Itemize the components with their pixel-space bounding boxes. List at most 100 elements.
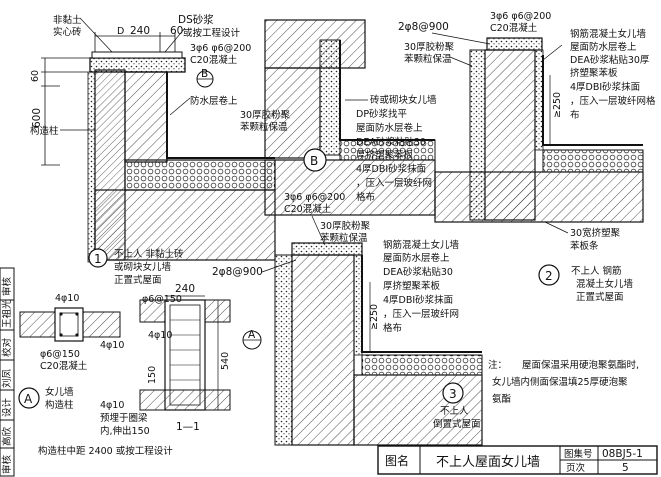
strip-text-4: 刘凤 [1,368,13,388]
db-letter: B [310,154,318,168]
notes-line-1: 屋面保温采用硬泡聚氨酯时, [522,359,639,371]
d2-rebar: 3φ6 φ6@200 [490,11,551,22]
da-letter: A [24,392,33,406]
da-dim-410c: 4φ10 [148,330,172,341]
db-layer-2: DP砂浆找平 [356,108,408,120]
detail-a: 4φ10 φ6@150 C20混凝土 A 女儿墙 构造柱 240 φ6@150 … [18,283,262,457]
d3-layer-7: 格布 [383,322,402,334]
d1-design: 或按工程设计 [183,27,241,39]
detail-3: 3φ6 φ6@200 C20混凝土 30厚胶粉聚 苯颗粒保温 2φ8@900 钢… [212,192,483,446]
d3-rebar: 3φ6 φ6@200 [284,192,345,203]
da-caption-1: 女儿墙 [45,386,74,398]
d1-ds: DS砂浆 [178,13,214,26]
d3-layer-6: ，压入一层玻纤网 [383,308,459,320]
atlas-number: 08BJ5-1 [602,448,643,460]
d1-label-nonclay: 非黏土 [53,14,82,26]
d3-caption-1: 不上人 [440,406,469,417]
d2-layer-7: 布 [570,109,580,121]
d1-dim-600: 600 [31,108,43,128]
detail-2: 2φ8@900 3φ6 φ6@200 C20混凝土 30厚胶粉聚 苯颗粒保温 钢… [398,11,656,303]
d2-layer-3: DEA砂浆粘贴30厚 [570,54,650,66]
d2-layer-6: ，压入一层玻纤网格 [570,95,656,107]
da-note-2: 内,伸出150 [100,425,150,437]
db-layer-8: 格布 [356,191,375,203]
d2-rebar-top: 2φ8@900 [398,21,449,33]
db-side-2: 苯颗粒保温 [240,121,288,133]
d2-caption-2: 混凝土女儿墙 [576,278,634,290]
d2-dim-250: ≥250 [552,92,563,118]
detail-b: B 砖或砌块女儿墙 DP砂浆找平 屋面防水层卷上 DEA砂浆粘贴30 厚挤塑聚苯… [240,19,437,216]
title-block: 图名 不上人屋面女儿墙 图集号 08BJ5-1 页次 5 [377,445,658,475]
db-side-1: 30厚胶粉聚 [240,109,291,121]
d1-column: 构造柱 [30,125,59,137]
da-ref-a: A [248,329,256,341]
notes-line-2: 女儿墙内侧面保温填25厚硬泡聚 [492,376,628,388]
da-concrete: C20混凝土 [40,360,88,372]
d2-layer-1: 钢筋混凝土女儿墙 [570,28,647,40]
da-dim-150: 150 [147,366,158,384]
db-layer-5: 厚挤塑聚苯板 [356,149,414,161]
da-section: 1—1 [176,421,200,433]
page-label: 页次 [566,462,586,474]
strip-text-6: 高欣 [1,426,13,446]
da-bottom: 构造柱中距 2400 或按工程设计 [38,445,173,457]
strip-text-1: 审核 [1,276,13,296]
d2-layer-2: 屋面防水层卷上 [570,41,637,53]
da-dim-6150a: φ6@150 [40,349,80,360]
detail-1: 非黏土 实心砖 DS砂浆 或按工程设计 D 240 60 3φ6 φ6@200 … [30,13,276,286]
da-dim-240: 240 [175,283,195,295]
notes-line-3: 氨酯 [492,393,512,405]
d1-dim-60: 60 [170,25,183,37]
d3-number: 3 [449,387,457,401]
d1-caption-3: 正置式屋面 [114,274,162,286]
d1-rebar: 3φ6 φ6@200 [190,43,251,54]
db-layer-4: DEA砂浆粘贴30 [356,136,426,148]
atlas-label: 图集号 [564,448,593,460]
strip-text-3: 校对 [1,337,13,357]
d2-strip-1: 30宽挤塑聚 [570,227,621,239]
d2-caption-1: 不上人 钢筋 [571,265,622,277]
strip-text-2: 王祖光 [1,299,13,328]
da-dim-410d: 4φ10 [100,400,124,411]
da-dim-6150b: φ6@150 [142,294,182,305]
notes: 注： 屋面保温采用硬泡聚氨酯时, 女儿墙内侧面保温填25厚硬泡聚 氨酯 [488,359,639,405]
d3-caption-2: 倒置式屋面 [433,418,481,430]
notes-label: 注： [488,359,507,371]
d2-number: 2 [545,269,553,283]
da-caption-2: 构造柱 [45,399,74,411]
d1-waterproof: 防水层卷上 [190,95,238,107]
page-number: 5 [622,462,629,474]
d1-ref-b: B [201,68,208,80]
d2-layer-5: 4厚DBI砂浆抹面 [570,81,640,93]
d3-concrete: C20混凝土 [284,203,332,215]
d1-label-solid: 实心砖 [53,26,82,38]
d2-strip-2: 苯板条 [570,240,599,252]
d2-caption-3: 正置式屋面 [576,291,624,303]
d2-concrete: C20混凝土 [490,22,538,34]
d1-dim-240: 240 [130,25,150,37]
da-note-1: 预埋于圈梁 [100,412,148,424]
drawing-title: 不上人屋面女儿墙 [436,454,540,470]
d3-layer-5: 4厚DBI砂浆抹面 [383,294,453,306]
db-layer-7: ，压入一层玻纤网 [356,177,432,189]
da-dim-410b: 4φ10 [100,340,124,351]
d3-layer-2: 屋面防水层卷上 [383,252,450,264]
db-layer-6: 4厚DBI砂浆抹面 [356,163,426,175]
d3-rebar-top: 2φ8@900 [212,266,263,278]
d3-layer-1: 钢筋混凝土女儿墙 [383,239,460,251]
db-layer-1: 砖或砌块女儿墙 [370,94,437,106]
d1-caption-1: 不上人 非黏土砖 [114,248,184,260]
strip-text-5: 设计 [1,397,13,417]
d3-insul-1: 30厚胶粉聚 [320,220,371,232]
d3-layer-3: DEA砂浆粘贴30 [383,266,453,278]
side-strip: 审核 王祖光 校对 刘凤 设计 高欣 审核 [0,267,15,477]
d1-concrete: C20混凝土 [190,54,238,66]
d2-layer-4: 挤塑聚苯板 [570,67,618,79]
d3-insul-2: 苯颗粒保温 [320,232,368,244]
d1-caption-2: 或砌块女儿墙 [114,261,172,273]
d1-dim-60b: 60 [30,70,41,82]
da-dim-540: 540 [220,352,231,370]
d1-dim-d: D [117,26,124,37]
d2-insul-1: 30厚胶粉聚 [404,41,455,53]
